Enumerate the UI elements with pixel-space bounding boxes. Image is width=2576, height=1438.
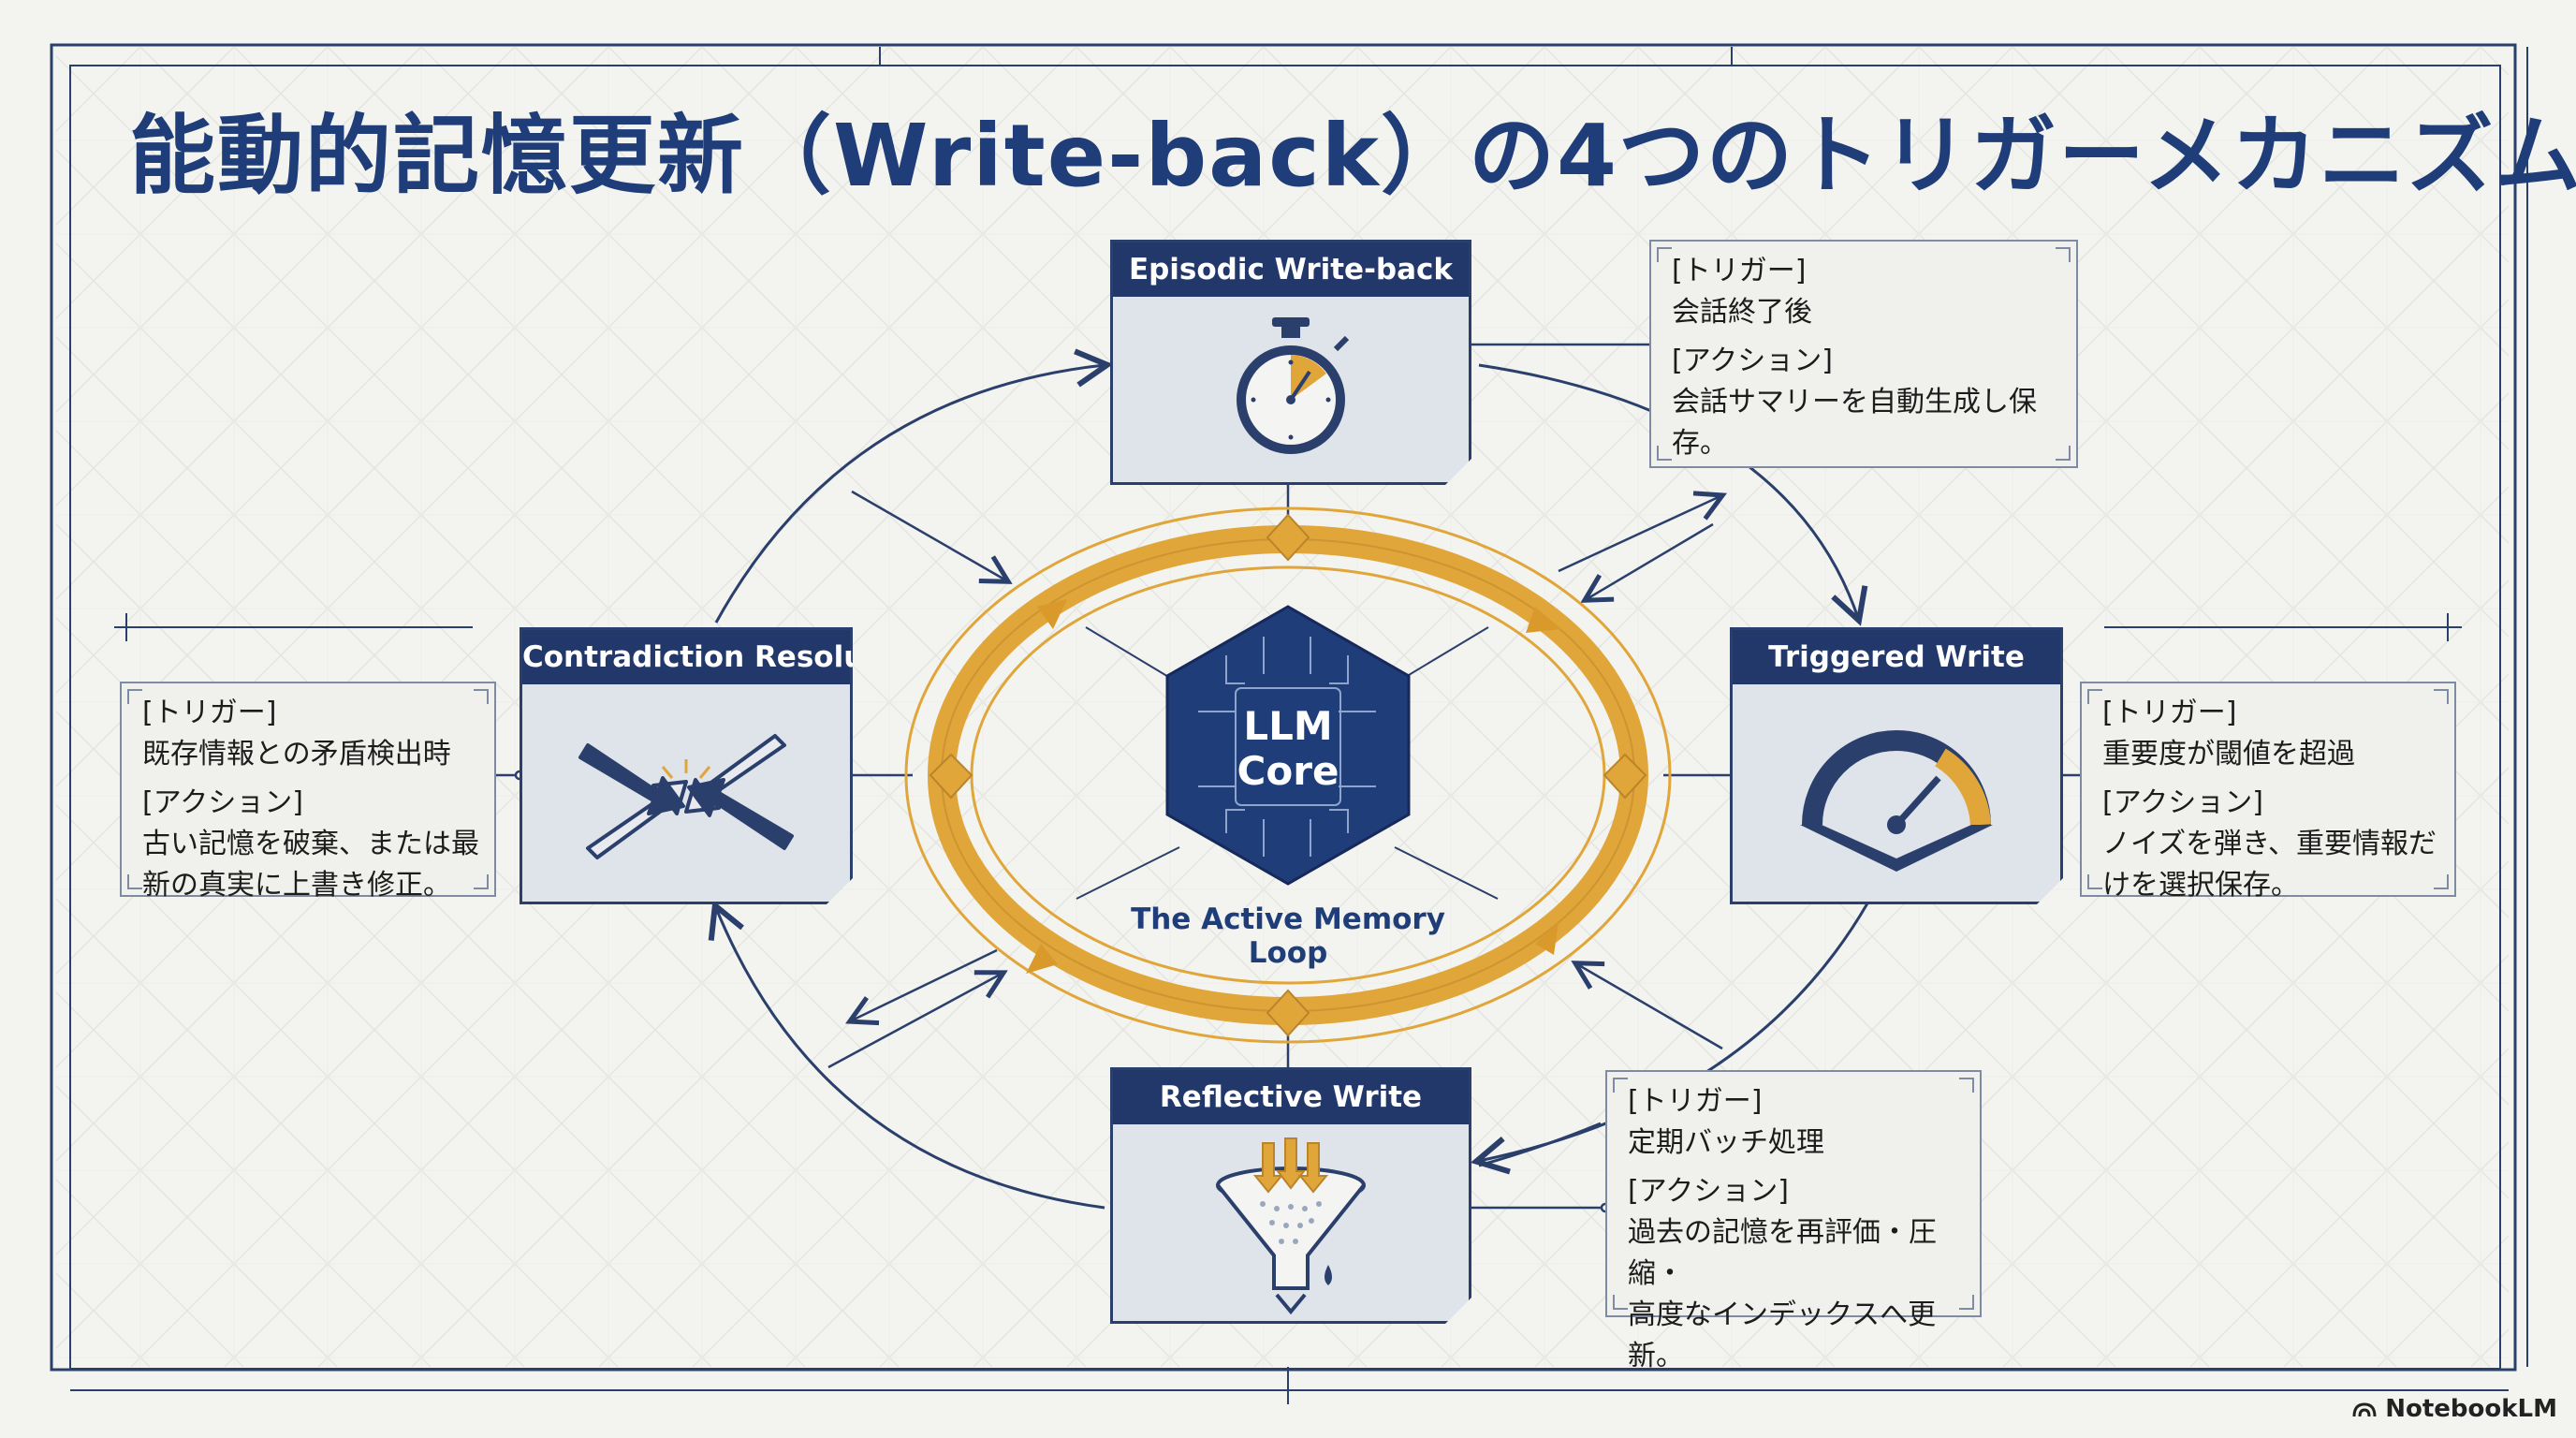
brand-footer: NotebookLM <box>2352 1395 2557 1423</box>
reflective-trigger-text: 定期バッチ処理 <box>1628 1126 1824 1159</box>
contradiction-action-line2: 新の真実に上書き修正。 <box>142 869 451 902</box>
llm-core-label: LLM Core <box>1194 704 1382 794</box>
episodic-info-box: [トリガー] 会話終了後 [アクション] 会話サマリーを自動生成し保 存。 <box>1649 240 2078 468</box>
reflective-header: Reflective Write <box>1113 1070 1469 1124</box>
contradiction-resolution-node: Contradiction Resolution <box>520 627 853 904</box>
triggered-trigger-label: [トリガー] <box>2102 697 2237 729</box>
gauge-icon <box>1733 684 2060 902</box>
triggered-action-label: [アクション] <box>2102 786 2263 819</box>
contradiction-header: Contradiction Resolution <box>522 630 850 684</box>
reflective-trigger-label: [トリガー] <box>1628 1085 1763 1118</box>
episodic-header: Episodic Write-back <box>1113 242 1469 297</box>
triggered-action-line2: けを選択保存。 <box>2102 869 2299 902</box>
triggered-trigger-text: 重要度が閾値を超過 <box>2102 738 2355 770</box>
outer-connector-arrows <box>716 365 1869 1210</box>
stopwatch-icon <box>1113 297 1469 482</box>
core-line-1: LLM <box>1243 703 1333 749</box>
memory-loop-ring <box>904 506 1672 1044</box>
triggered-header: Triggered Write <box>1733 630 2060 684</box>
converging-arrows-icon <box>522 684 850 902</box>
diagonal-arrows <box>827 490 1722 1069</box>
reflective-write-node: Reflective Write <box>1110 1067 1471 1324</box>
episodic-action-line1: 会話サマリーを自動生成し保 <box>1672 386 2037 418</box>
contradiction-info-box: [トリガー] 既存情報との矛盾検出時 [アクション] 古い記憶を破棄、または最 … <box>120 682 496 902</box>
contradiction-action-line1: 古い記憶を破棄、または最 <box>142 828 479 860</box>
episodic-writeback-node: Episodic Write-back <box>1110 240 1471 485</box>
contradiction-trigger-text: 既存情報との矛盾検出時 <box>142 738 451 770</box>
circuit-lines-icon <box>1198 637 1376 857</box>
loop-label: The Active Memory Loop <box>1131 902 1445 970</box>
reflective-action-label: [アクション] <box>1628 1175 1789 1208</box>
notebooklm-logo-icon <box>2352 1402 2377 1417</box>
triggered-write-node: Triggered Write <box>1730 627 2063 904</box>
triggered-action-line1: ノイズを弾き、重要情報だ <box>2102 828 2437 860</box>
core-line-2: Core <box>1237 748 1339 794</box>
contradiction-action-label: [アクション] <box>142 786 303 819</box>
episodic-action-label: [アクション] <box>1672 345 1833 377</box>
llm-core-hexagon <box>1165 605 1411 886</box>
episodic-action-line2: 存。 <box>1672 427 1728 460</box>
episodic-trigger-label: [トリガー] <box>1672 255 1807 287</box>
reflective-info-box: [トリガー] 定期バッチ処理 [アクション] 過去の記憶を再評価・圧縮・ 高度な… <box>1605 1070 1982 1372</box>
contradiction-trigger-label: [トリガー] <box>142 697 277 729</box>
brand-label: NotebookLM <box>2385 1395 2557 1423</box>
funnel-icon <box>1113 1124 1469 1321</box>
page-title: 能動的記憶更新（Write-back）の4つのトリガーメカニズム <box>129 106 2576 206</box>
frame <box>50 43 2528 1404</box>
triggered-info-box: [トリガー] 重要度が閾値を超過 [アクション] ノイズを弾き、重要情報だ けを… <box>2080 682 2456 902</box>
episodic-trigger-text: 会話終了後 <box>1672 296 1812 329</box>
reflective-action-line1: 過去の記憶を再評価・圧縮・ <box>1628 1216 1937 1290</box>
reflective-action-line2: 高度なインデックスへ更新。 <box>1628 1299 1937 1372</box>
hex-spokes <box>1076 626 1499 900</box>
crosshair-markers <box>114 613 2462 641</box>
